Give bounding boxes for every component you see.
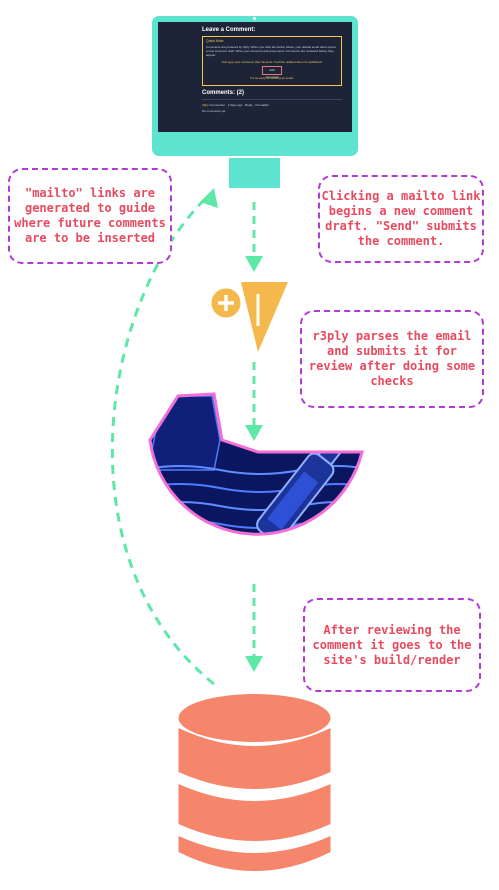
arrowhead-down-1 [245, 256, 263, 272]
quick-note-text: Comments are powered by r3ply. When you … [206, 45, 336, 57]
monitor-screen: Leave a Comment: Quick Note: Comments ar… [158, 22, 352, 132]
quick-note-footer: It's as easy as sending an email. [250, 76, 294, 80]
monitor-stand [229, 158, 280, 188]
quick-note-text-2: Just type your comment, then hit send. Y… [221, 60, 323, 64]
callout-parse-text: r3ply parses the email and submits it fo… [308, 329, 476, 388]
callout-review: After reviewing the comment it goes to t… [303, 598, 481, 692]
comments-heading: Comments: (2) [202, 90, 245, 96]
callout-mailto-text: "mailto" links are generated to guide wh… [14, 186, 166, 245]
database-icon [178, 694, 331, 871]
comment-row: r3ply Commenter · 2 days ago · Reply · P… [202, 103, 346, 107]
comment-row-2: No comments yet [202, 109, 226, 113]
comment-meta: Commenter · 2 days ago · Reply · Permali… [209, 103, 269, 107]
screen-title: Leave a Comment: [202, 27, 256, 33]
arrowhead-down-3 [245, 656, 263, 672]
quick-note-title: Quick Note: [206, 39, 225, 43]
callout-review-text: After reviewing the comment it goes to t… [312, 622, 472, 667]
comments-divider [202, 99, 342, 100]
add-comment-button[interactable]: Add Comment [262, 66, 282, 79]
comment-author: r3ply [202, 103, 209, 107]
quick-note-box: Quick Note: Comments are powered by r3pl… [202, 36, 342, 86]
callout-send-text: Clicking a mailto link begins a new comm… [321, 189, 481, 248]
arrowhead-return [200, 188, 218, 208]
callout-parse: r3ply parses the email and submits it fo… [300, 310, 484, 408]
arrow-return [110, 194, 215, 686]
callout-send: Clicking a mailto link begins a new comm… [318, 175, 484, 263]
camera-dot [253, 17, 256, 20]
callout-mailto: "mailto" links are generated to guide wh… [8, 168, 172, 264]
add-mail-send-icon [208, 282, 288, 352]
arrowhead-down-2 [245, 425, 263, 441]
